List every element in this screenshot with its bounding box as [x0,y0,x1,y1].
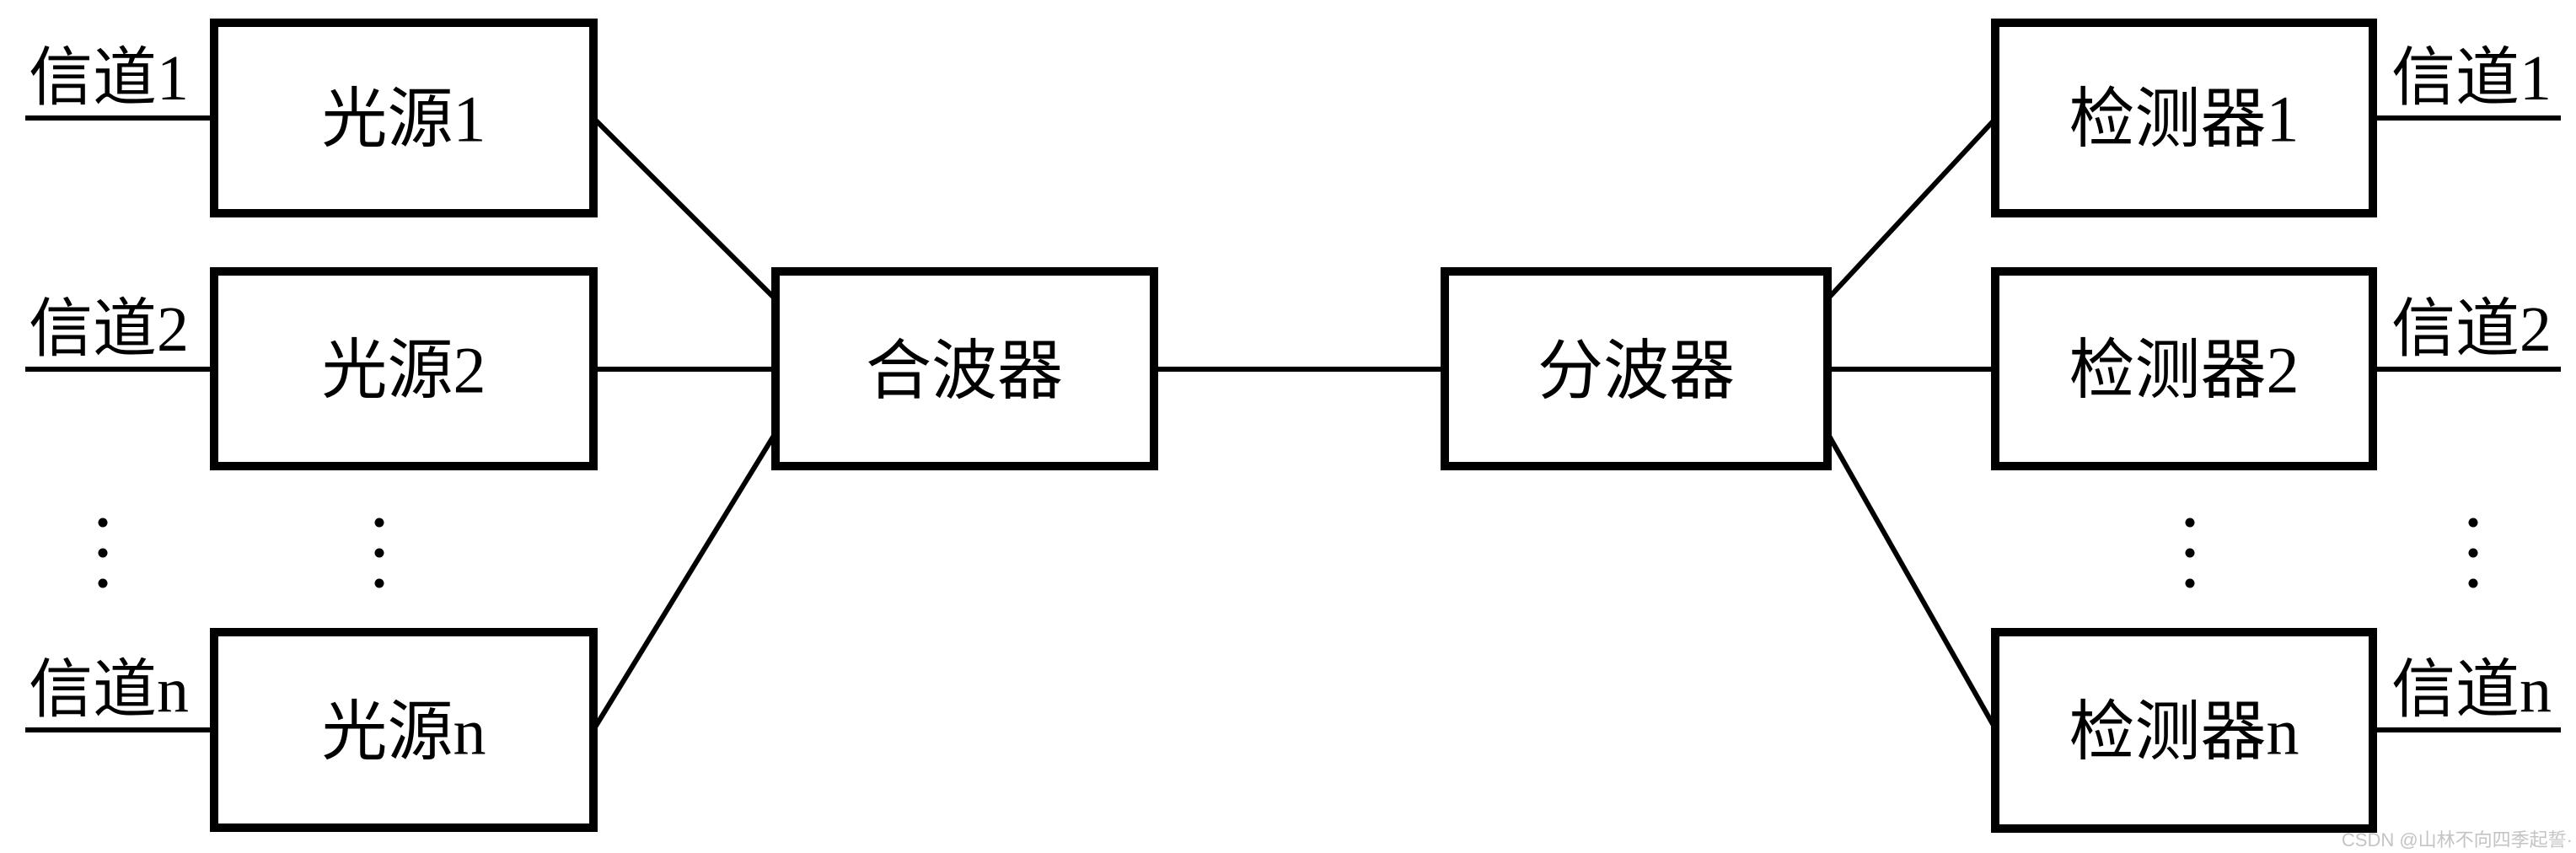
vertical-ellipsis-detectors [2185,518,2195,588]
detector-1-box [1991,19,2377,217]
multiplexer-label: 合波器 [866,335,1063,408]
ellipsis-dot [2185,578,2195,588]
receive-channel-2-label: 信道2 [2391,294,2552,365]
vertical-ellipsis-sources [374,518,384,588]
ellipsis-dot [2185,518,2195,528]
vertical-ellipsis-left-channels [98,518,108,588]
ellipsis-dot [98,548,108,558]
source-2-box [210,267,598,470]
demultiplexer-box [1441,267,1832,470]
wires [25,115,2561,732]
source-1-box [210,19,598,217]
vertical-ellipsis-right-channels [2468,518,2478,588]
detector-2-box [1991,267,2377,470]
detector-boxes: 检测器1 检测器2 检测器n [1991,19,2377,833]
transmit-channel-labels: 信道1 信道2 信道n [29,43,189,726]
demultiplexer-label: 分波器 [1538,335,1735,408]
ellipsis-dot [98,518,108,528]
ellipsis-dot [374,518,384,528]
transmit-channel-1-label: 信道1 [29,43,189,114]
detector-1-label: 检测器1 [2069,83,2299,156]
source-2-label: 光源2 [321,334,486,407]
wire-demux-to-detectorn [1824,430,1999,732]
receive-channel-1-label: 信道1 [2391,43,2552,114]
wire-demux-to-detector1 [1824,115,1999,303]
ellipsis-dot [98,578,108,588]
transmit-channel-2-label: 信道2 [29,294,189,365]
receive-channel-n-label: 信道n [2391,655,2552,726]
wire-source1-to-mux [591,115,779,303]
ellipsis-dot [2468,548,2478,558]
ellipsis-dot [2468,518,2478,528]
multiplexer-box [771,267,1158,470]
watermark: CSDN @山林不向四季起誓· [2342,829,2573,850]
source-n-box [210,628,598,832]
detector-2-label: 检测器2 [2069,334,2299,407]
detector-n-label: 检测器n [2069,695,2299,769]
source-boxes: 光源1 光源2 光源n [210,19,598,832]
source-n-label: 光源n [321,695,486,769]
receive-channel-labels: 信道1 信道2 信道n [2391,43,2552,726]
ellipsis-dot [374,578,384,588]
wire-sourcen-to-mux [591,430,779,732]
ellipsis-dot [2185,548,2195,558]
source-1-label: 光源1 [321,83,486,156]
ellipsis-dot [374,548,384,558]
ellipsis-dot [2468,578,2478,588]
detector-n-box [1991,628,2377,833]
transmit-channel-n-label: 信道n [29,655,189,726]
